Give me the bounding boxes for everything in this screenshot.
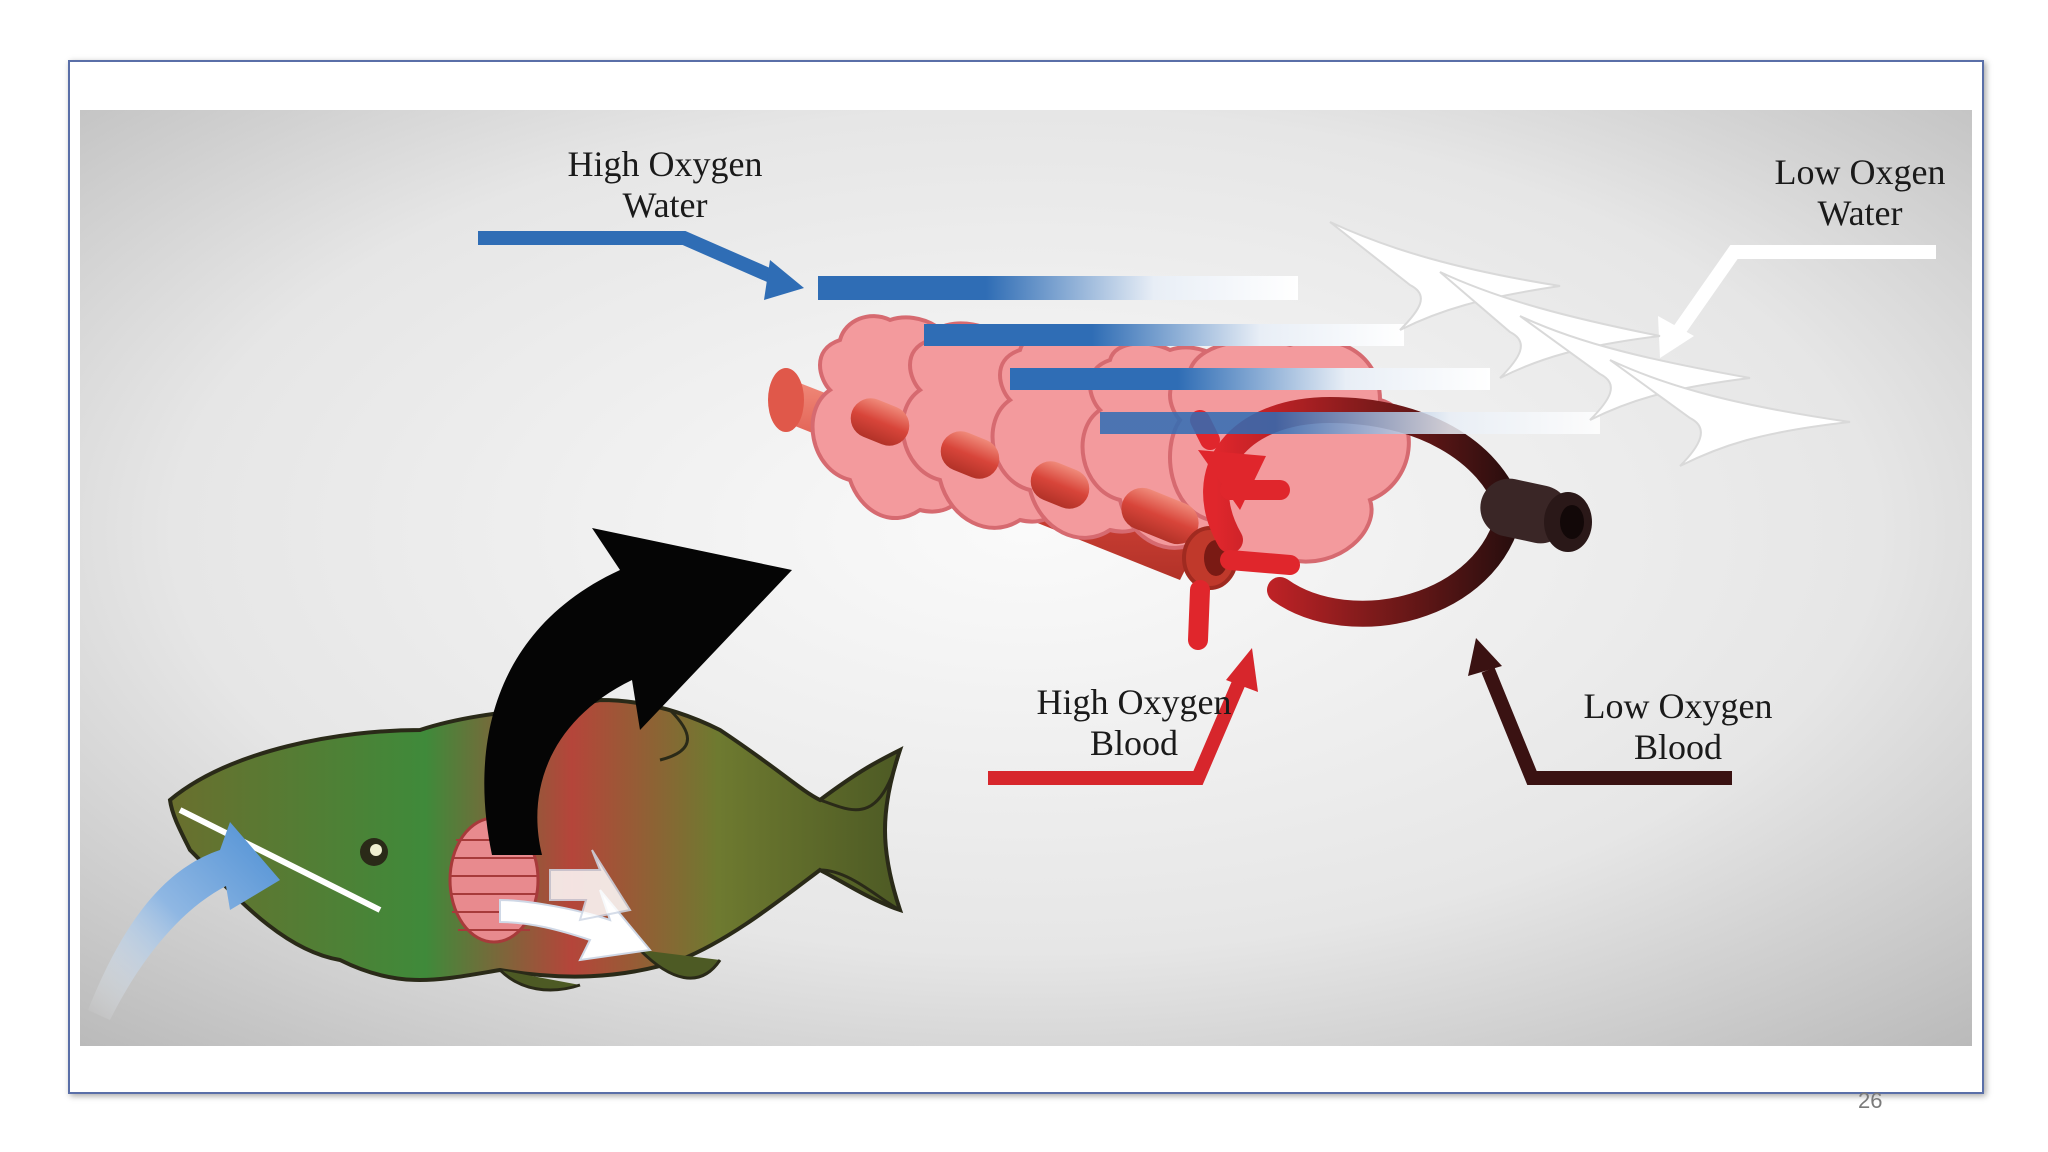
label-low-oxygen-water: Low Oxgen Water (1774, 152, 1946, 233)
page-number: 26 (1858, 1088, 1883, 1113)
water-flow-bars (818, 276, 1600, 434)
label-high-oxygen-water: High Oxygen Water (567, 144, 763, 225)
zoom-arrow (484, 528, 792, 855)
high-oxygen-blood-arrow (988, 648, 1258, 785)
label-high-oxygen-blood: High Oxygen Blood (1036, 682, 1232, 763)
water-inflow-arrow (88, 822, 280, 1020)
low-oxygen-blood-arrow (1468, 638, 1732, 785)
low-oxygen-water-arrow (1658, 245, 1936, 358)
gill-diagram: High Oxygen Water Low Oxgen Water High O… (80, 110, 1972, 1046)
gill-outflow-arrows (499, 849, 652, 962)
label-low-oxygen-blood: Low Oxygen Blood (1583, 686, 1773, 767)
water-outflow-arrows (1329, 221, 1851, 467)
high-oxygen-water-arrow (478, 231, 804, 300)
